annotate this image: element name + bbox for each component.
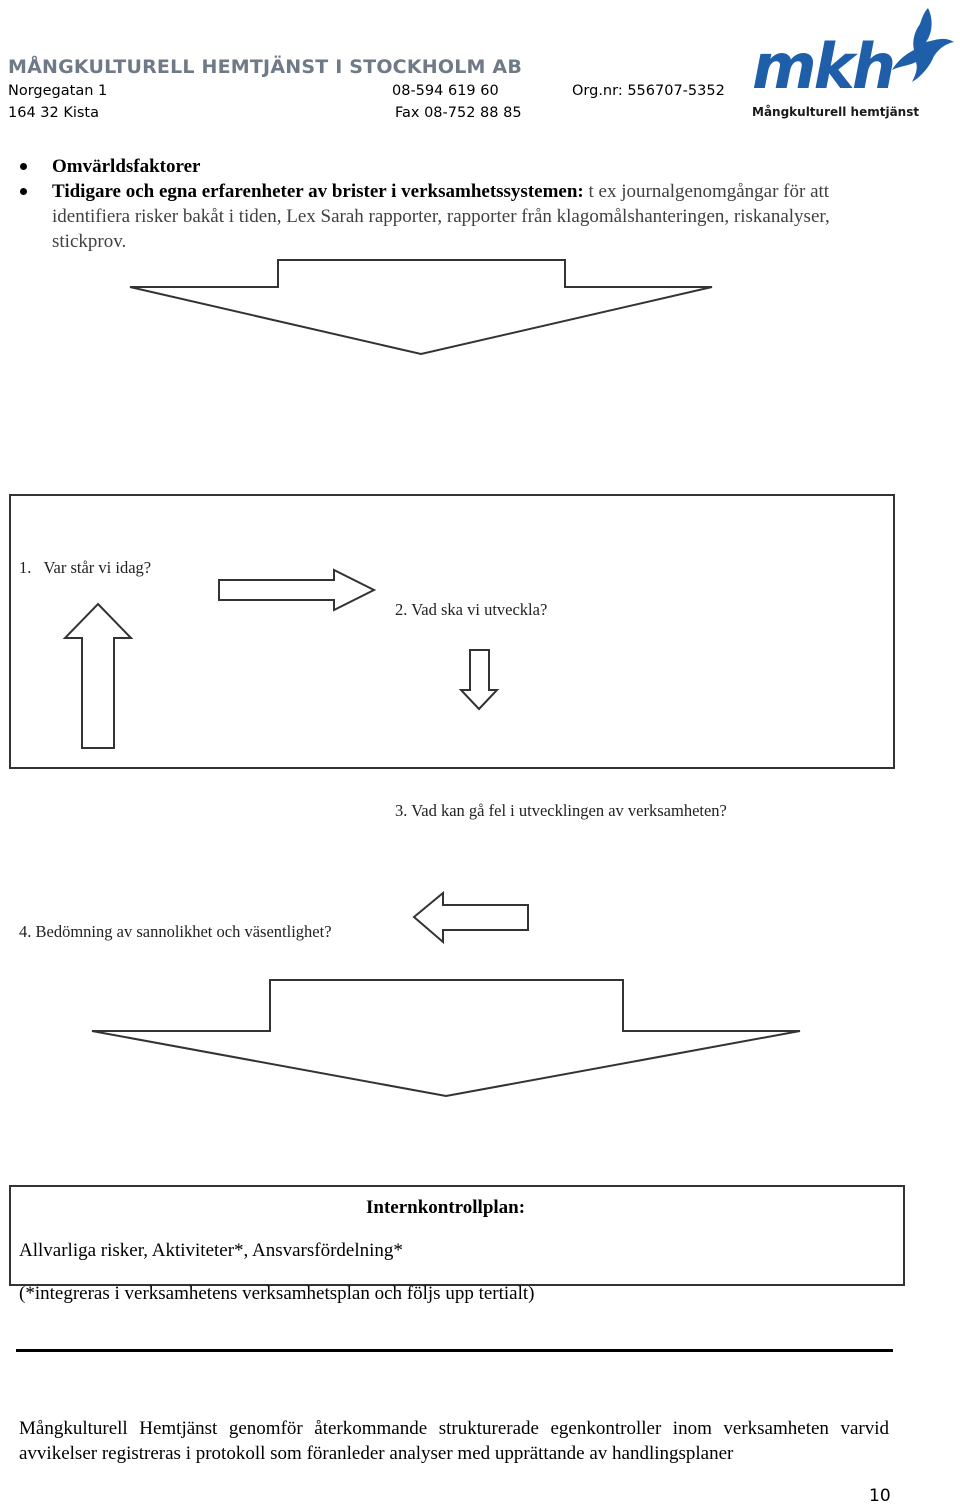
up-arrow-icon — [62, 602, 134, 749]
divider — [16, 1349, 893, 1352]
plan-line-1: Allvarliga risker, Aktiviteter*, Ansvars… — [19, 1240, 403, 1261]
bullet-2-rest: t ex journalgenomgångar för att identifi… — [52, 181, 830, 252]
cycle-step-2: 2. Vad ska vi utveckla? — [395, 600, 548, 619]
left-arrow-icon — [412, 890, 529, 945]
down-arrow-large-2 — [91, 979, 801, 1098]
bullet-dot — [20, 188, 27, 195]
plan-line-2: (*integreras i verksamhetens verksamhets… — [19, 1283, 535, 1304]
bullet-1-text: Omvärldsfaktorer — [52, 156, 201, 177]
dove-icon — [892, 8, 954, 82]
phone-number: 08-594 619 60 — [392, 83, 499, 99]
logo-tagline: Mångkulturell hemtjänst — [752, 105, 920, 119]
company-name: MÅNGKULTURELL HEMTJÄNST I STOCKHOLM AB — [8, 56, 523, 78]
org-number: Org.nr: 556707-5352 — [572, 83, 725, 99]
down-arrow-small-icon — [458, 649, 500, 711]
cycle-step-4: 4. Bedömning av sannolikhet och väsentli… — [19, 922, 332, 941]
footer-paragraph: Mångkulturell Hemtjänst genomför återkom… — [19, 1418, 889, 1464]
logo: mkh Mångkulturell hemtjänst — [752, 6, 957, 124]
bullet-2-bold: Tidigare och egna erfarenheter av briste… — [52, 181, 584, 202]
plan-box — [9, 1185, 905, 1286]
address-postal: 164 32 Kista — [8, 105, 100, 121]
bullet-dot — [20, 163, 27, 170]
page-number: 10 — [869, 1486, 891, 1506]
plan-title: Internkontrollplan: — [366, 1197, 526, 1218]
cycle-step-1: 1. Var står vi idag? — [19, 558, 152, 577]
address-street: Norgegatan 1 — [8, 83, 108, 99]
bullet-2-text: Tidigare och egna erfarenheter av briste… — [52, 179, 882, 254]
cycle-box — [9, 494, 895, 769]
fax-number: Fax 08-752 88 85 — [395, 105, 522, 121]
cycle-step-3: 3. Vad kan gå fel i utvecklingen av verk… — [395, 801, 727, 820]
bullet-list: Omvärldsfaktorer Tidigare och egna erfar… — [0, 154, 960, 254]
logo-mark: mkh — [752, 30, 896, 103]
right-arrow-icon — [218, 568, 377, 612]
